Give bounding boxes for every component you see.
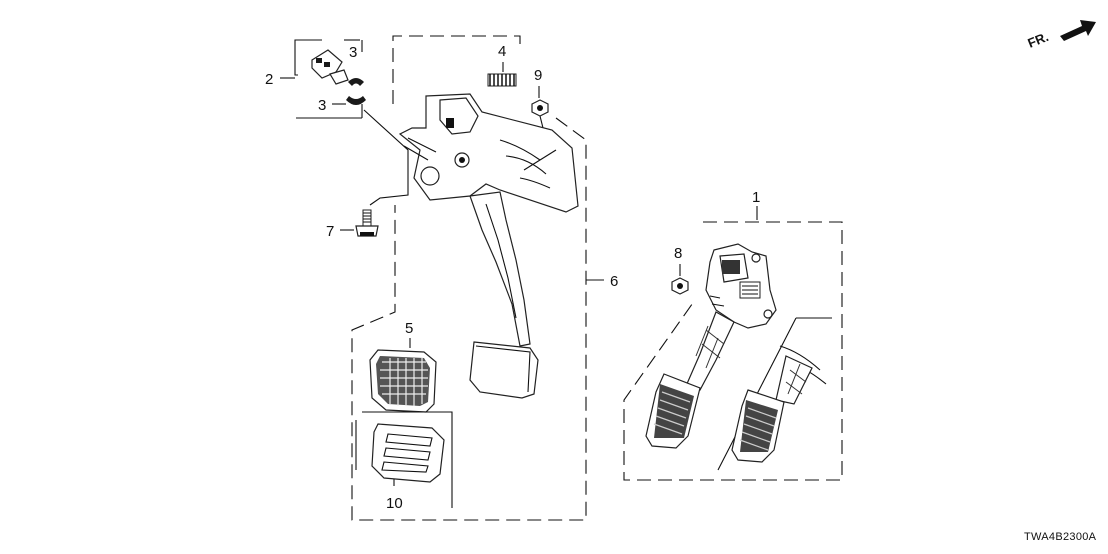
flange-nut-part-8 xyxy=(671,277,689,295)
brake-pedal-boundary xyxy=(351,35,604,521)
front-label: FR. xyxy=(1026,29,1051,51)
callout-6: 6 xyxy=(610,273,618,290)
front-arrow-icon xyxy=(1060,20,1096,41)
front-direction-indicator: FR. xyxy=(1026,20,1096,51)
clip-part-bottom xyxy=(346,96,366,105)
brake-pedal-part xyxy=(398,93,579,399)
clip-part-top xyxy=(348,78,364,86)
callout-9: 9 xyxy=(534,67,542,84)
brake-pedal-pad-part-10 xyxy=(371,423,445,483)
accelerator-pedal-part xyxy=(645,243,777,449)
callout-5: 5 xyxy=(405,320,413,337)
callout-3-bottom: 3 xyxy=(318,97,326,114)
accelerator-pedal-alt-part xyxy=(731,345,827,463)
callout-7: 7 xyxy=(326,223,334,240)
callout-1: 1 xyxy=(752,189,760,206)
bolt-part-7 xyxy=(355,209,379,237)
brake-pedal-pad-part-5 xyxy=(369,349,437,413)
callout-4: 4 xyxy=(498,43,506,60)
flange-nut-part-9 xyxy=(531,99,549,117)
stop-switch-part xyxy=(311,49,349,85)
callout-8: 8 xyxy=(674,245,682,262)
callout-2: 2 xyxy=(265,71,273,88)
return-spring-part xyxy=(487,73,517,87)
callout-10: 10 xyxy=(386,495,403,512)
group-2-bracket xyxy=(280,39,363,119)
diagram-code: TWA4B2300A xyxy=(1024,531,1097,543)
callout-3-top: 3 xyxy=(349,44,357,61)
